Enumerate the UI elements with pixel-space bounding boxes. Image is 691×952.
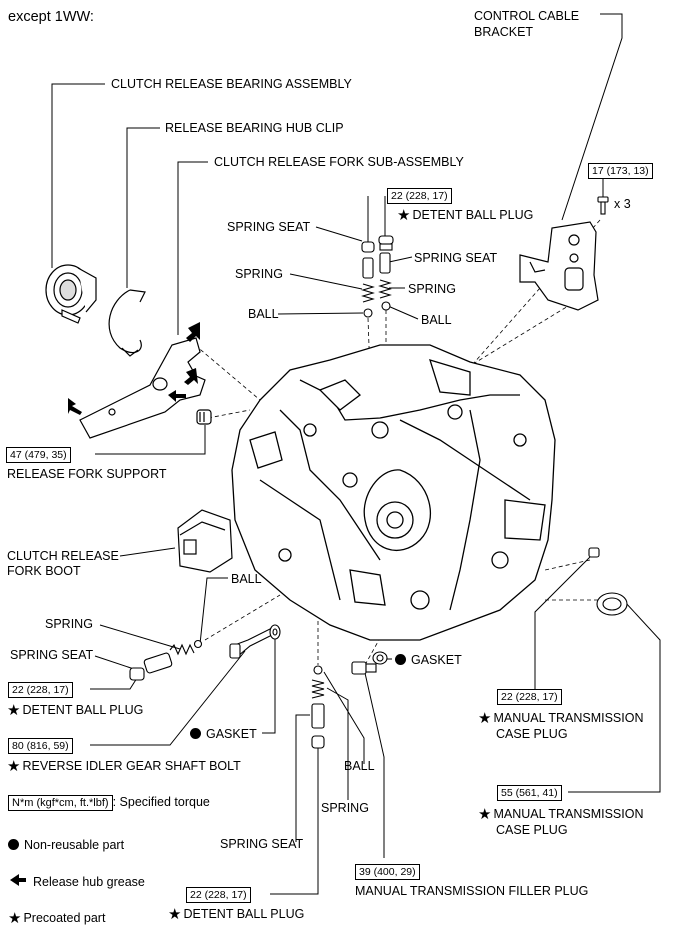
label-detent-ball-plug-left: ★DETENT BALL PLUG <box>7 702 144 719</box>
torque-detent-plug-bottom: 22 (228, 17) <box>186 887 251 903</box>
release-bearing-hub-clip <box>108 289 146 357</box>
torque-case-plug-1: 22 (228, 17) <box>497 689 562 705</box>
leader-line <box>99 624 181 650</box>
precoated-star-icon: ★ <box>7 758 21 775</box>
legend-specified-torque: N*m (kgf*cm, ft.*lbf): Specified torque <box>8 795 210 811</box>
grease-arrow-icon <box>10 874 26 886</box>
label-clutch-release-fork-sub-assembly: CLUTCH RELEASE FORK SUB-ASSEMBLY <box>214 155 464 169</box>
torque-bracket: 17 (173, 13) <box>588 163 653 179</box>
label-spring-seat-top-right: SPRING SEAT <box>414 251 498 265</box>
label-ball-bottom: BALL <box>344 759 375 773</box>
clutch-release-fork-boot <box>177 509 233 573</box>
detent-stack-left <box>129 639 203 681</box>
label-manual-transmission-case-plug-1a: ★MANUAL TRANSMISSION <box>478 710 644 727</box>
precoated-star-icon: ★ <box>478 806 492 823</box>
torque-release-fork-support: 47 (479, 35) <box>6 447 71 463</box>
torque-detent-plug-top: 22 (228, 17) <box>387 188 452 204</box>
label-spring-top-left: SPRING <box>235 267 283 281</box>
detent-stack-bottom <box>311 665 325 749</box>
label-release-fork-support: RELEASE FORK SUPPORT <box>7 467 167 481</box>
label-detent-ball-plug-top: ★DETENT BALL PLUG <box>397 207 534 224</box>
leader-line <box>126 127 160 288</box>
label-clutch-release-fork-boot-2: FORK BOOT <box>7 564 81 578</box>
torque-detent-plug-left: 22 (228, 17) <box>8 682 73 698</box>
leader-line <box>95 425 206 455</box>
label-clutch-release-fork-boot-1: CLUTCH RELEASE <box>7 549 119 563</box>
clutch-release-bearing <box>45 264 97 324</box>
label-detent-ball-plug-bottom: ★DETENT BALL PLUG <box>168 906 305 923</box>
precoated-star-icon: ★ <box>168 906 182 923</box>
leader-line <box>277 312 364 315</box>
clutch-release-fork <box>79 337 206 439</box>
control-cable-bracket <box>519 221 599 311</box>
non-reusable-dot-icon <box>190 728 201 739</box>
torque-case-plug-2: 55 (561, 41) <box>497 785 562 801</box>
leader-line <box>289 273 363 290</box>
label-manual-transmission-filler-plug: MANUAL TRANSMISSION FILLER PLUG <box>355 884 589 898</box>
leader-line <box>90 677 138 690</box>
legend-release-hub-grease: Release hub grease <box>10 874 145 889</box>
leader-line <box>295 714 310 842</box>
leader-line <box>388 256 413 263</box>
release-fork-support <box>196 409 212 425</box>
bracket-bolt <box>597 196 609 215</box>
grease-arrow <box>68 322 200 415</box>
leader-line <box>270 745 319 895</box>
leader-line <box>51 83 105 268</box>
label-control-cable-bracket-2: BRACKET <box>474 25 534 39</box>
label-manual-transmission-case-plug-1b: CASE PLUG <box>496 727 568 741</box>
leader-line <box>262 635 276 734</box>
label-control-cable-bracket-1: CONTROL CABLE <box>474 9 580 23</box>
label-spring-top-right: SPRING <box>408 282 456 296</box>
leader-line <box>177 161 208 335</box>
precoated-star-icon: ★ <box>397 207 411 224</box>
leader-line <box>568 601 661 793</box>
torque-reverse-idler-bolt: 80 (816, 59) <box>8 738 73 754</box>
precoated-star-icon: ★ <box>7 702 21 719</box>
manual-transmission-case <box>231 344 556 641</box>
label-ball-top-left: BALL <box>248 307 279 321</box>
label-spring-seat-bottom: SPRING SEAT <box>220 837 304 851</box>
variant-label: except 1WW: <box>8 9 94 25</box>
label-ball-top-right: BALL <box>421 313 452 327</box>
legend-torque-box: N*m (kgf*cm, ft.*lbf) <box>8 795 113 811</box>
non-reusable-dot-icon <box>8 839 19 850</box>
precoated-star-icon: ★ <box>8 910 22 927</box>
label-spring-seat-top-left: SPRING SEAT <box>227 220 311 234</box>
manual-transmission-case-plug <box>588 547 628 616</box>
label-spring-seat-left: SPRING SEAT <box>10 648 94 662</box>
leader-line <box>364 672 385 858</box>
leader-line <box>315 226 363 242</box>
label-ball-left: BALL <box>231 572 262 586</box>
leader-line <box>119 547 176 557</box>
filler-plug <box>351 651 388 675</box>
label-reverse-idler-gear-shaft-bolt: ★REVERSE IDLER GEAR SHAFT BOLT <box>7 758 241 775</box>
legend-non-reusable: Non-reusable part <box>8 838 124 852</box>
label-spring-left: SPRING <box>45 617 93 631</box>
leader-line <box>326 687 349 800</box>
label-x3: x 3 <box>614 197 631 211</box>
leader-line <box>199 577 228 645</box>
label-release-bearing-hub-clip: RELEASE BEARING HUB CLIP <box>165 121 344 135</box>
legend-precoated: ★Precoated part <box>8 910 106 927</box>
precoated-star-icon: ★ <box>478 710 492 727</box>
label-spring-bottom: SPRING <box>321 801 369 815</box>
reverse-idler-gear-shaft-bolt <box>229 624 281 659</box>
non-reusable-dot-icon <box>395 654 406 665</box>
leader-line <box>90 650 246 746</box>
torque-filler-plug: 39 (400, 29) <box>355 864 420 880</box>
leader-line <box>561 13 623 221</box>
detent-stack-top <box>361 235 394 318</box>
label-manual-transmission-case-plug-2b: CASE PLUG <box>496 823 568 837</box>
label-clutch-release-bearing-assembly: CLUTCH RELEASE BEARING ASSEMBLY <box>111 77 352 91</box>
leader-line <box>94 655 138 671</box>
label-manual-transmission-case-plug-2a: ★MANUAL TRANSMISSION <box>478 806 644 823</box>
label-gasket-right: GASKET <box>395 653 462 667</box>
leader-line <box>387 305 419 320</box>
leader-line <box>323 671 365 764</box>
leader-line <box>534 554 593 689</box>
label-gasket-left: GASKET <box>190 727 257 741</box>
